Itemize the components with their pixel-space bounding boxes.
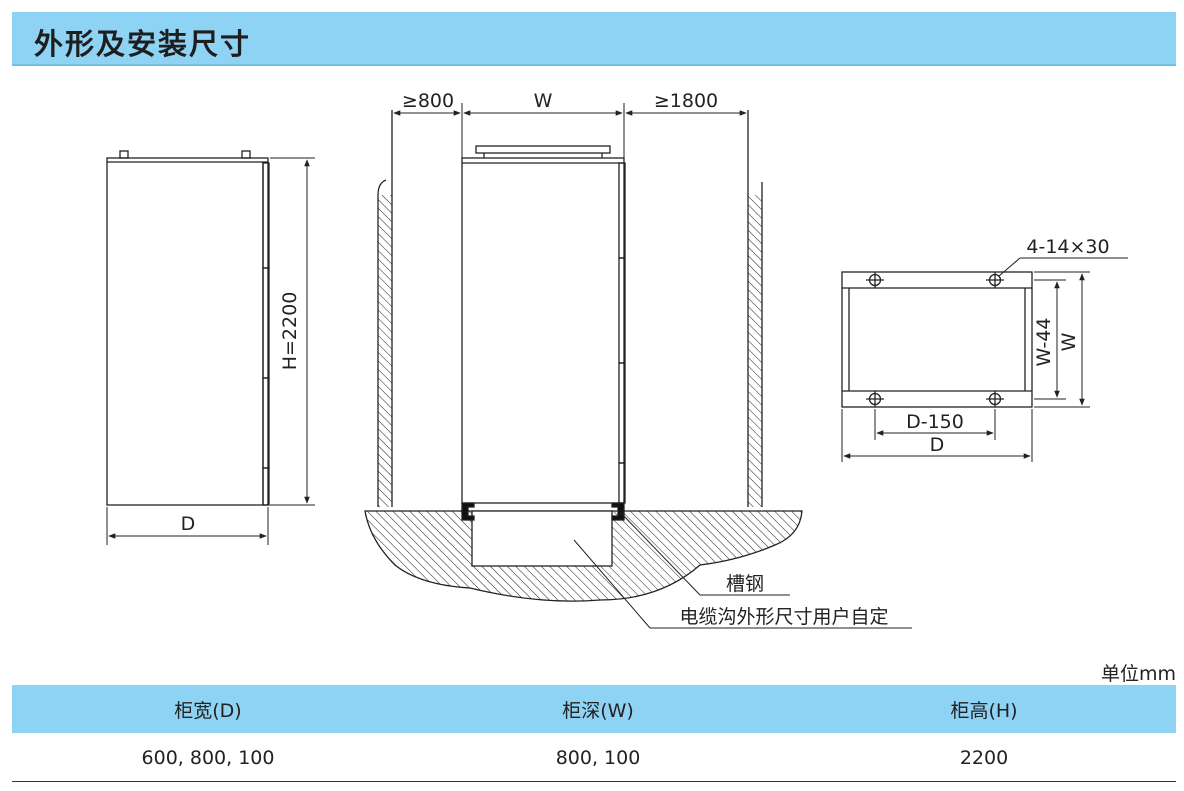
channel-leader	[619, 511, 701, 596]
trench-leader	[573, 539, 651, 629]
cell-cabinet-width: 600, 800, 100	[141, 747, 275, 769]
front-height-label: H=2200	[279, 292, 301, 371]
front-view	[106, 150, 315, 545]
front-depth-label: D	[181, 513, 196, 535]
base-width-label: W	[1058, 332, 1080, 351]
clearance-right-label: ≥1800	[654, 90, 718, 112]
channel-steel-right	[611, 502, 625, 521]
lifting-lug-right	[241, 150, 251, 159]
header-cabinet-depth: 柜深(W)	[562, 699, 634, 722]
table-row: 600, 800, 100 800, 100 2200	[12, 735, 1176, 782]
clearance-left-label: ≥800	[402, 90, 454, 112]
side-view	[364, 103, 912, 629]
holes-label: 4-14×30	[1026, 236, 1109, 258]
channel-steel-label: 槽钢	[726, 573, 764, 595]
cell-cabinet-depth: 800, 100	[555, 747, 641, 769]
inner-depth-label: D-150	[906, 411, 964, 433]
base-depth-label: D	[930, 434, 945, 456]
lifting-lug-left	[119, 150, 129, 159]
base-plan	[841, 257, 1128, 462]
table-header-row: 柜宽(D) 柜深(W) 柜高(H)	[12, 685, 1176, 733]
cable-trench-label: 电缆沟外形尺寸用户自定	[679, 606, 888, 628]
mounting-hole	[986, 272, 1004, 288]
base-frame	[841, 271, 1033, 408]
unit-label: 单位mm	[1100, 663, 1176, 685]
roof-plate	[475, 145, 611, 154]
mounting-hole	[866, 391, 884, 407]
cell-cabinet-height: 2200	[959, 747, 1009, 769]
section-title: 外形及安装尺寸	[34, 27, 252, 61]
channel-steel-left	[461, 502, 475, 521]
cable-trench	[471, 510, 613, 567]
section-header: 外形及安装尺寸	[12, 12, 1176, 66]
side-cabinet-body	[461, 157, 625, 504]
mounting-hole	[986, 391, 1004, 407]
inner-width-label: W-44	[1033, 317, 1055, 366]
front-cabinet-body	[106, 157, 269, 506]
right-wall	[748, 195, 762, 507]
header-cabinet-width: 柜宽(D)	[174, 699, 242, 722]
left-wall	[378, 195, 392, 507]
side-width-label: W	[534, 90, 553, 112]
header-cabinet-height: 柜高(H)	[950, 699, 1018, 722]
mounting-hole	[866, 272, 884, 288]
